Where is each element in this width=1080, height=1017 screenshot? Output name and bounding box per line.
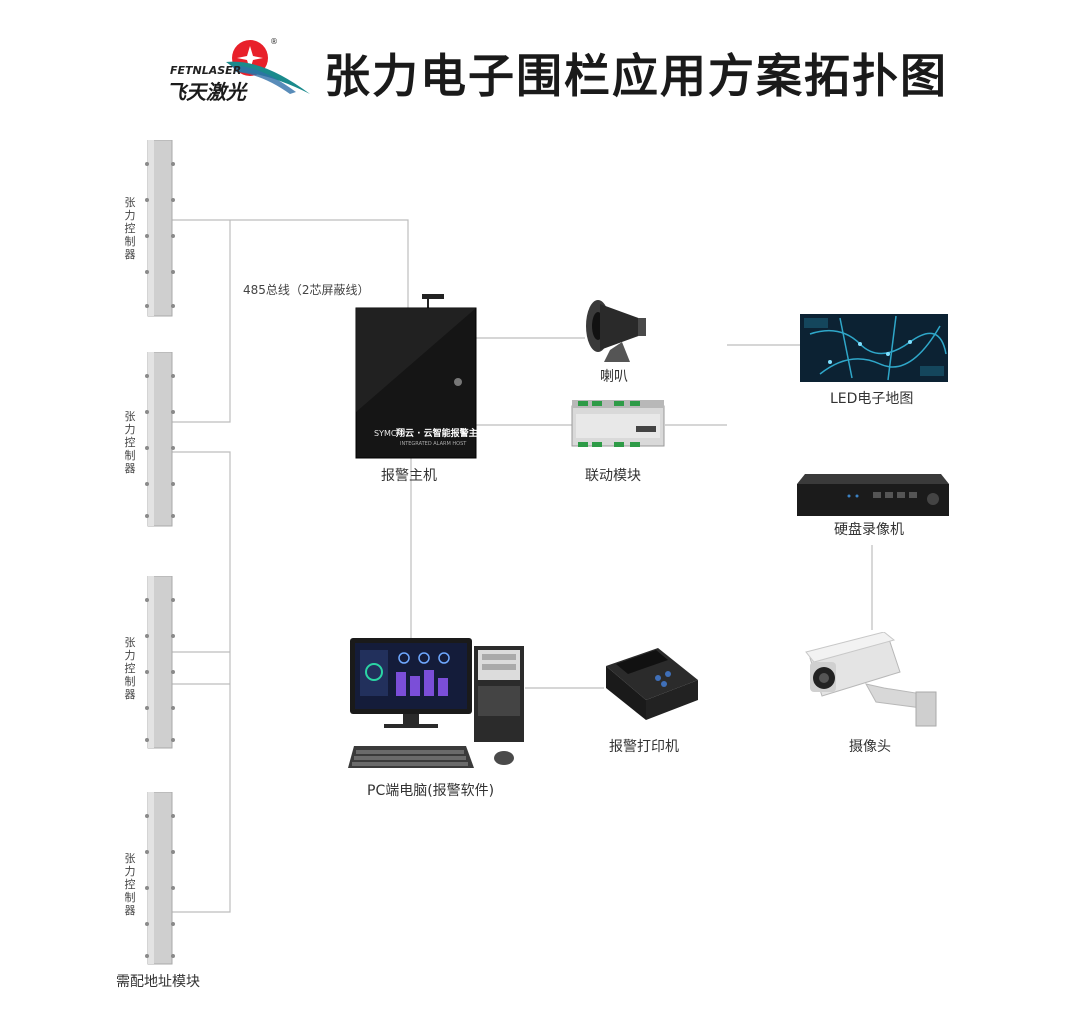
linkage-module-icon (571, 400, 665, 447)
logo-chinese-name: 飞天激光 (166, 80, 246, 104)
nvr-recorder-icon (797, 474, 949, 516)
logo-english-name: FETNLASER (170, 64, 242, 77)
fence-post-icon (145, 576, 175, 749)
printer-label: 报警打印机 (609, 739, 679, 755)
linkage-module-label: 联动模块 (585, 468, 641, 484)
controller-label: 张力控制器 (124, 636, 136, 701)
logo-mark-icon (226, 40, 310, 94)
bus-line-3 (170, 451, 231, 913)
nvr-label: 硬盘录像机 (834, 522, 904, 538)
led-map-screen-icon (800, 314, 948, 382)
pc-label: PC端电脑(报警软件) (367, 783, 495, 799)
fence-post-icon (145, 792, 175, 965)
logo-registered-mark: ® (270, 37, 278, 46)
pc-computer-icon (348, 638, 524, 768)
bus-line-1 (170, 219, 409, 308)
led-map-label: LED电子地图 (830, 391, 914, 407)
controller-label: 张力控制器 (124, 852, 136, 917)
speaker-label: 喇叭 (600, 369, 628, 385)
page-title: 张力电子围栏应用方案拓扑图 (324, 49, 948, 103)
controller-label: 张力控制器 (124, 410, 136, 475)
alarm-host-label: 报警主机 (381, 468, 437, 484)
cctv-camera-icon (805, 632, 937, 727)
camera-label: 摄像头 (849, 739, 891, 755)
speaker-horn-icon (586, 300, 646, 362)
controller-label: 张力控制器 (124, 196, 136, 261)
printer-icon (606, 648, 698, 720)
host-brand: SYMC (374, 429, 397, 438)
bus-line-2 (170, 220, 231, 423)
alarm-host-icon: SYMC 翔云 · 云智能报警主机 INTEGRATED ALARM HOST (355, 294, 482, 459)
bus-label: 485总线（2芯屏蔽线） (243, 283, 370, 297)
fence-post-icon (145, 352, 175, 527)
address-module-label: 需配地址模块 (116, 974, 200, 990)
fence-post-icon (145, 140, 175, 317)
host-panel-text: 翔云 · 云智能报警主机 (395, 427, 482, 439)
host-panel-sub: INTEGRATED ALARM HOST (400, 441, 467, 447)
